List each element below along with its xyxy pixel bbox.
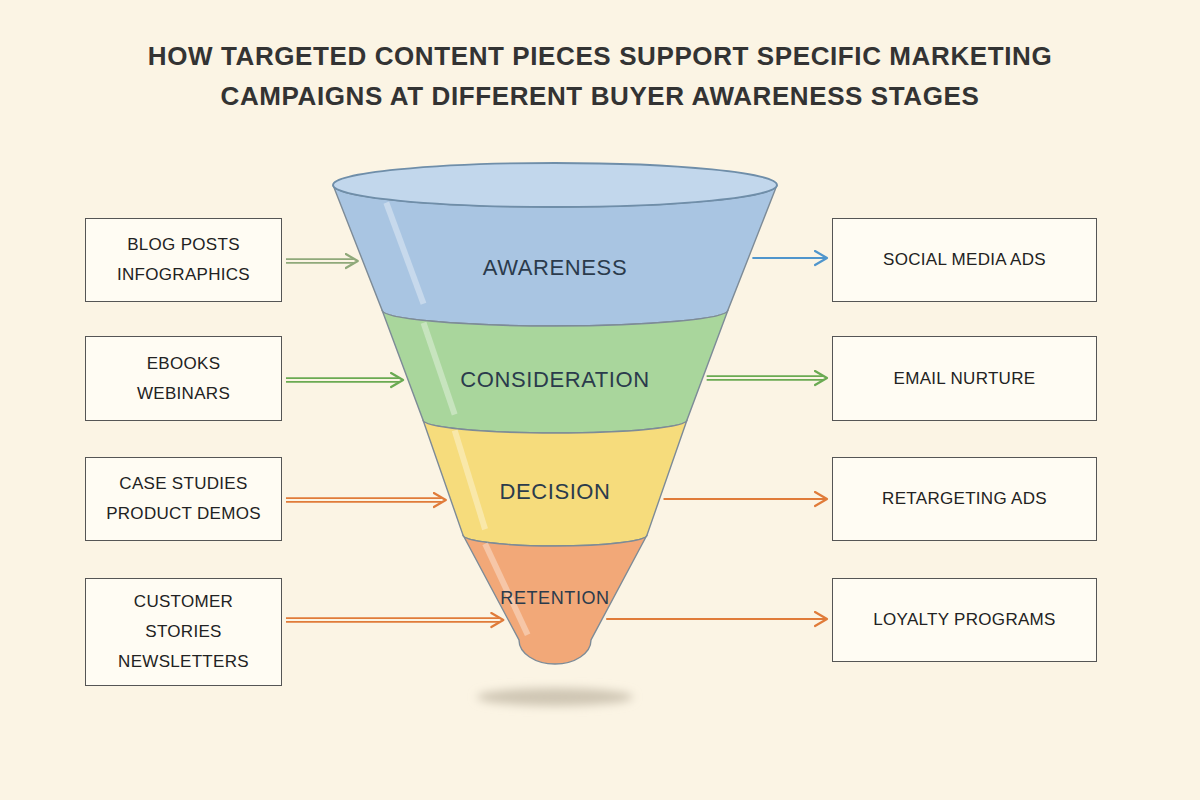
- content-box: CASE STUDIESPRODUCT DEMOS: [85, 457, 282, 541]
- stage-label: CONSIDERATION: [382, 367, 728, 393]
- content-box: CUSTOMER STORIESNEWSLETTERS: [85, 578, 282, 686]
- arrow-shaft: [707, 375, 823, 381]
- arrow-head-carrier: [286, 261, 358, 262]
- diagram-title: HOW TARGETED CONTENT PIECES SUPPORT SPEC…: [60, 36, 1140, 116]
- funnel-shadow: [477, 688, 633, 706]
- shine: [424, 323, 455, 415]
- arrow-gap: [285, 619, 500, 621]
- connector-arrow: [285, 500, 446, 501]
- box-text: CUSTOMER STORIES: [96, 587, 271, 647]
- box-text: EMAIL NURTURE: [894, 364, 1036, 394]
- content-box: EBOOKSWEBINARS: [85, 336, 282, 421]
- arrow-shaft: [286, 497, 442, 503]
- connector-arrow: [285, 261, 358, 262]
- arrow-head-carrier: [707, 378, 827, 379]
- arrow-gap: [285, 379, 400, 381]
- funnel-stage: DECISION: [423, 420, 687, 535]
- connector-arrow: [285, 620, 503, 621]
- shine: [455, 430, 485, 529]
- connector-arrow: [752, 258, 827, 259]
- box-text: PRODUCT DEMOS: [106, 499, 261, 529]
- funnel-stage: RETENTION: [463, 535, 647, 640]
- arrow-shaft: [752, 257, 827, 259]
- connector-arrow: [664, 499, 827, 500]
- box-text: BLOG POSTS: [127, 230, 240, 260]
- campaign-box: EMAIL NURTURE: [832, 336, 1097, 421]
- arrow-head-carrier: [286, 500, 446, 501]
- box-text: LOYALTY PROGRAMS: [873, 605, 1055, 635]
- content-box: BLOG POSTSINFOGRAPHICS: [85, 218, 282, 302]
- box-text: CASE STUDIES: [119, 469, 247, 499]
- stage-band: [423, 420, 687, 546]
- arrow-shaft: [606, 618, 827, 620]
- stage-band: [463, 535, 647, 664]
- arrow-shaft: [286, 258, 354, 264]
- arrow-shaft: [664, 498, 827, 500]
- stage-label: RETENTION: [463, 585, 647, 611]
- shine: [386, 203, 423, 304]
- arrow-shaft: [286, 377, 399, 383]
- arrow-gap: [285, 260, 355, 262]
- box-text: RETARGETING ADS: [882, 484, 1047, 514]
- arrow-gap: [285, 499, 443, 501]
- arrow-gap: [706, 377, 824, 379]
- box-text: SOCIAL MEDIA ADS: [883, 245, 1046, 275]
- connector-arrow: [285, 380, 403, 381]
- arrow-shaft: [286, 617, 499, 623]
- box-text: WEBINARS: [137, 379, 230, 409]
- box-text: INFOGRAPHICS: [117, 260, 250, 290]
- arrow-head-carrier: [286, 380, 403, 381]
- campaign-box: RETARGETING ADS: [832, 457, 1097, 541]
- funnel-rim: [333, 163, 777, 207]
- connector-arrow: [606, 619, 827, 620]
- stage-band: [382, 310, 728, 433]
- box-text: EBOOKS: [147, 349, 221, 379]
- funnel-stage: CONSIDERATION: [382, 310, 728, 420]
- connector-arrow: [706, 378, 827, 379]
- stage-label: DECISION: [423, 479, 687, 505]
- arrow-head-carrier: [286, 620, 503, 621]
- campaign-box: LOYALTY PROGRAMS: [832, 578, 1097, 662]
- stage-label: AWARENESS: [333, 255, 777, 281]
- campaign-box: SOCIAL MEDIA ADS: [832, 218, 1097, 302]
- box-text: NEWSLETTERS: [118, 647, 249, 677]
- funnel-stage: AWARENESS: [333, 185, 777, 310]
